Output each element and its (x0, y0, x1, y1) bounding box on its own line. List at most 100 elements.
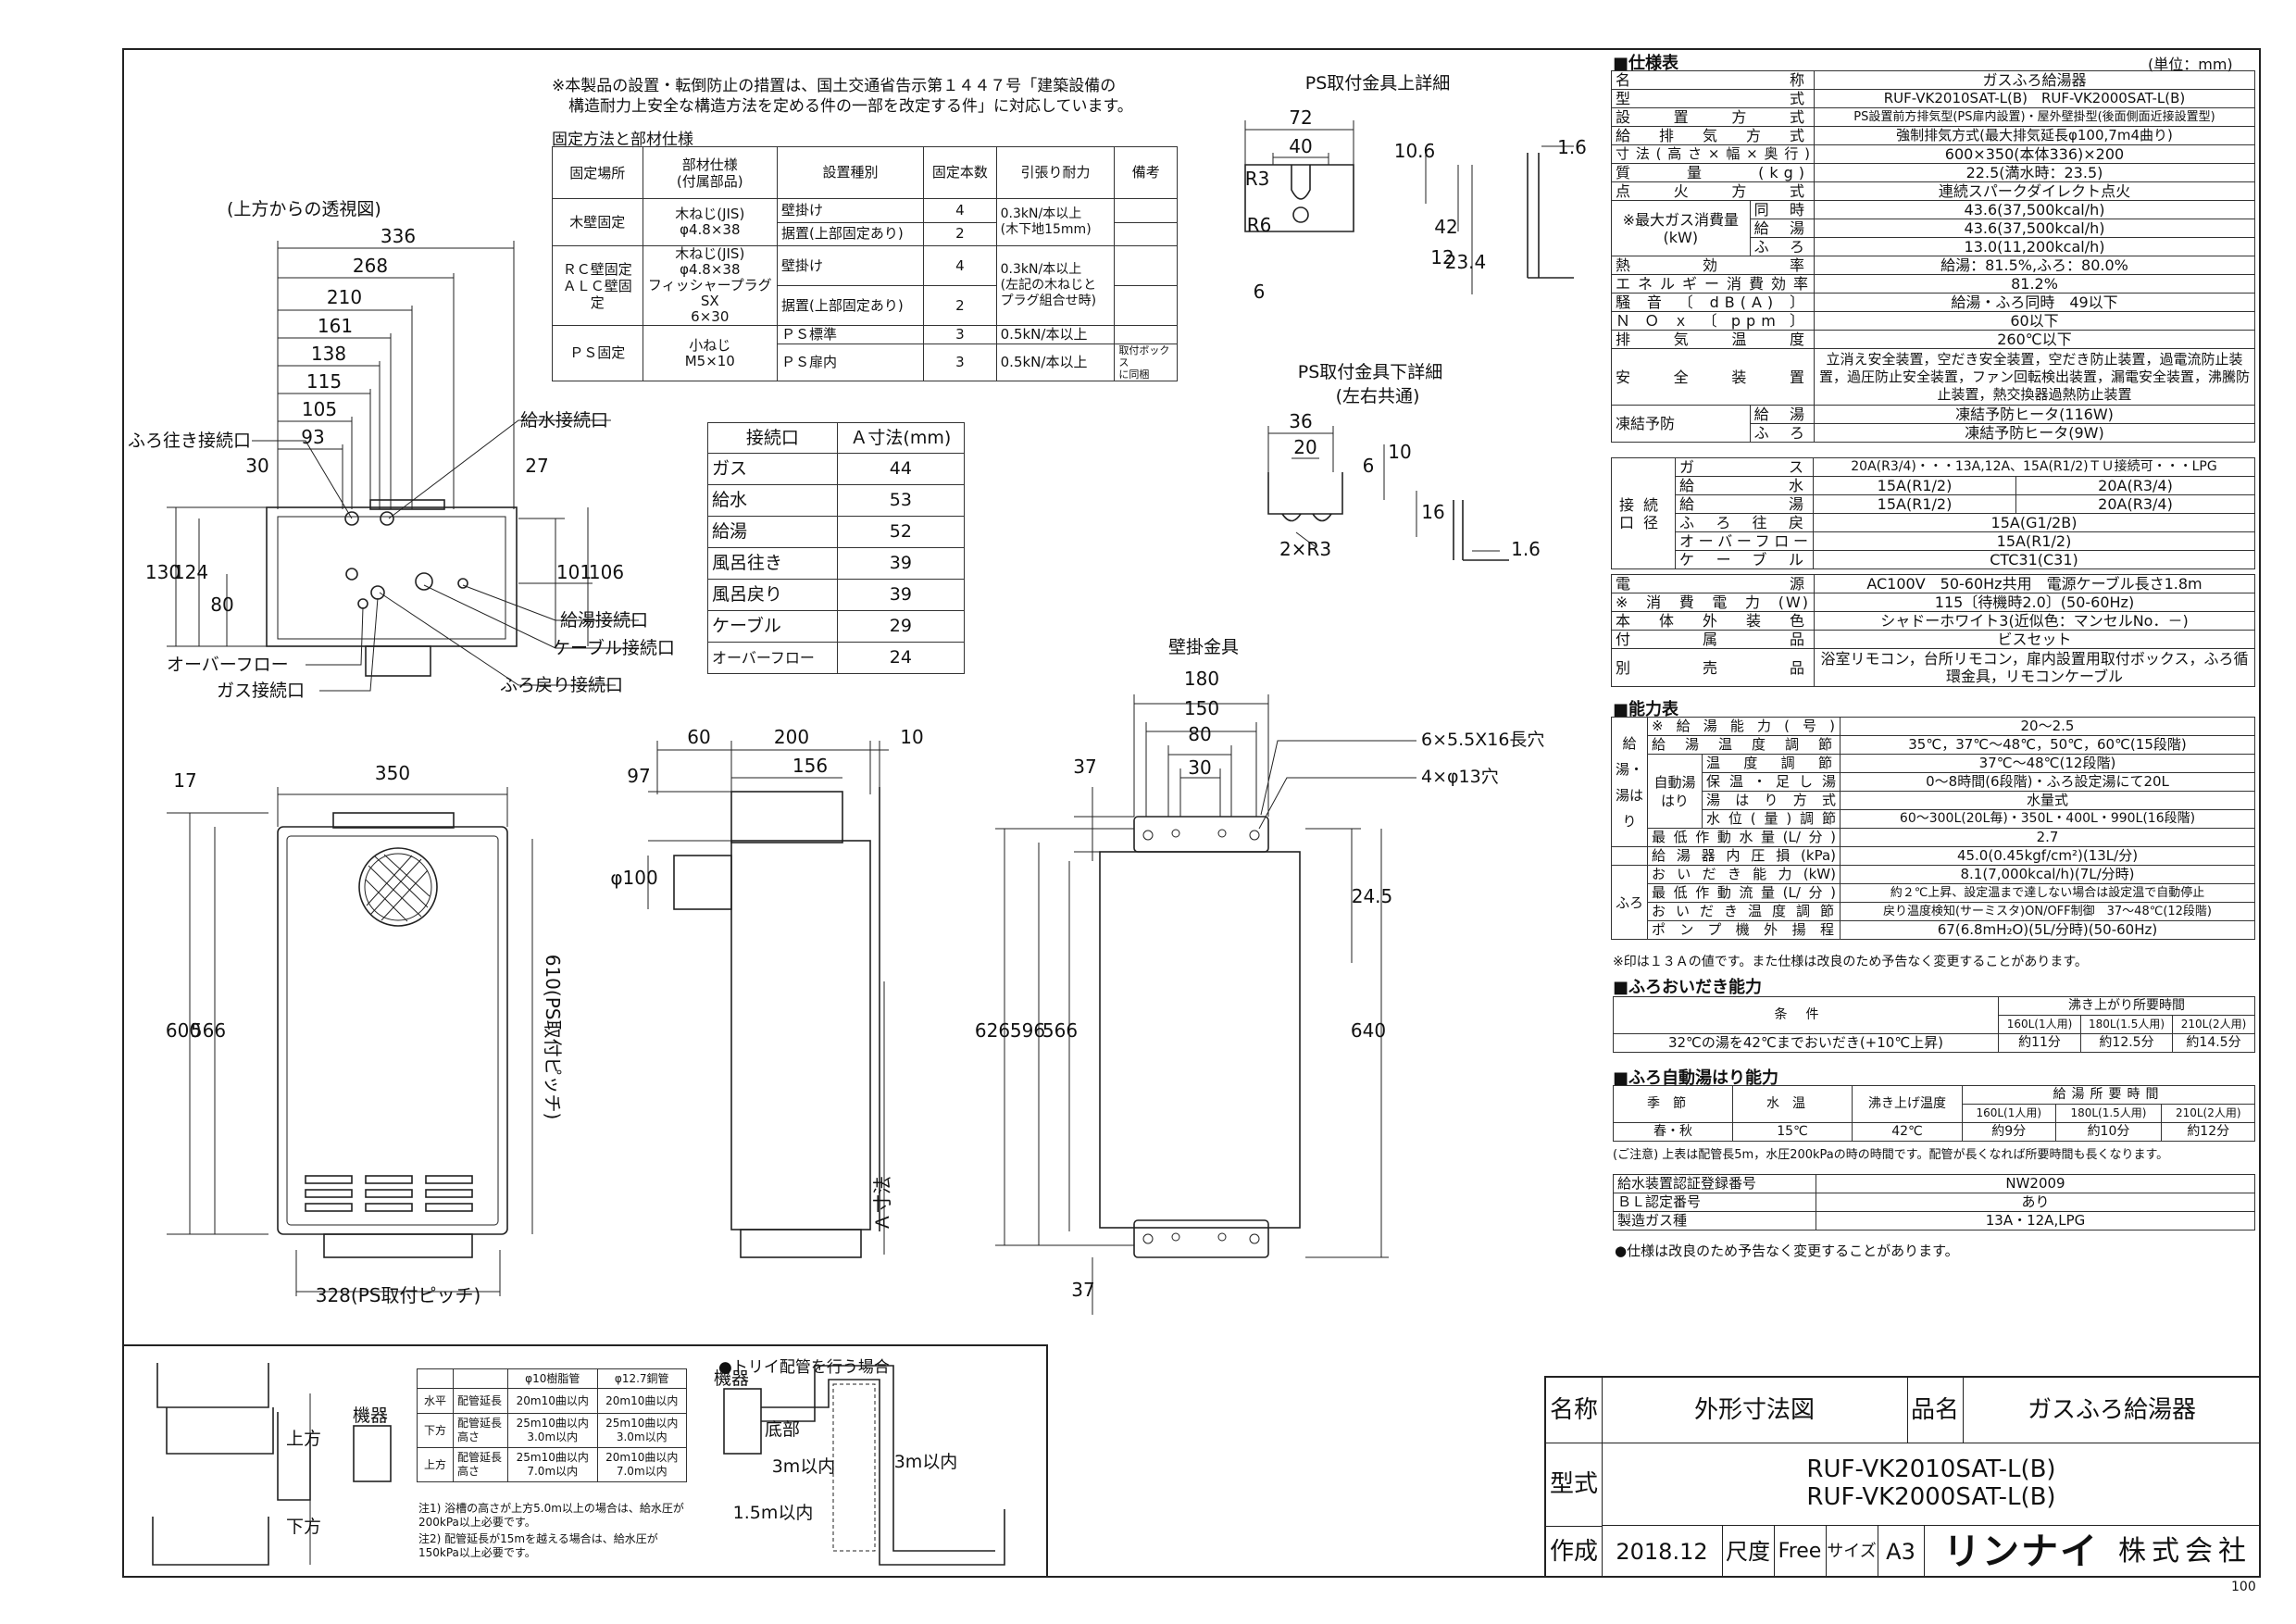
svg-text:80: 80 (1188, 723, 1211, 745)
svg-text:97: 97 (627, 765, 650, 787)
svg-text:上方: 上方 (286, 1429, 321, 1449)
svg-text:124: 124 (173, 561, 208, 583)
svg-text:機器: 機器 (353, 1405, 388, 1426)
svg-text:138: 138 (311, 343, 346, 365)
svg-text:4×φ13穴: 4×φ13穴 (1421, 767, 1499, 787)
svg-text:626: 626 (975, 1019, 1010, 1042)
svg-text:30: 30 (245, 455, 268, 477)
svg-text:ケーブル接続口: ケーブル接続口 (553, 637, 675, 658)
svg-text:17: 17 (173, 769, 196, 792)
bottom-divider (122, 1344, 1048, 1346)
svg-text:60: 60 (687, 726, 710, 748)
svg-text:130: 130 (145, 561, 181, 583)
svg-text:30: 30 (1188, 756, 1211, 779)
svg-text:10.6: 10.6 (1394, 140, 1436, 162)
svg-text:610(PS取付ピッチ): 610(PS取付ピッチ) (542, 955, 564, 1120)
svg-text:23.4: 23.4 (1445, 251, 1487, 273)
svg-text:1.6: 1.6 (1557, 136, 1587, 158)
svg-text:640: 640 (1351, 1019, 1386, 1042)
fixing-table: 固定場所 部材仕様 (付属部品) 設置種別 固定本数 引張り耐力 備考 木壁固定… (552, 146, 1178, 381)
drawing-frame (122, 48, 2261, 1578)
front-view-body (277, 826, 508, 1235)
fixing-title: 固定方法と部材仕様 (552, 131, 693, 149)
svg-text:101: 101 (556, 561, 592, 583)
svg-text:10: 10 (1388, 441, 1411, 463)
page-number: 100 (2231, 1580, 2256, 1594)
svg-text:16: 16 (1421, 501, 1444, 523)
svg-text:6: 6 (1254, 281, 1266, 303)
svg-text:給湯接続口: 給湯接続口 (560, 610, 648, 631)
svg-text:1.6: 1.6 (1511, 538, 1541, 560)
svg-text:3m以内: 3m以内 (894, 1452, 958, 1472)
svg-text:27: 27 (525, 455, 548, 477)
oidaki-table: 条件沸き上がり所要時間 160L(1人用)180L(1.5人用)210L(2人用… (1613, 996, 2255, 1053)
svg-text:1.5m以内: 1.5m以内 (733, 1503, 814, 1523)
wall-view-outline (1099, 851, 1301, 1229)
svg-text:106: 106 (589, 561, 624, 583)
svg-text:596: 596 (1010, 1019, 1045, 1042)
svg-text:156: 156 (792, 755, 828, 777)
svg-text:105: 105 (302, 398, 337, 420)
svg-text:37: 37 (1071, 1279, 1094, 1301)
svg-text:ガス接続口: ガス接続口 (217, 681, 305, 701)
svg-text:R3: R3 (1245, 168, 1270, 190)
svg-text:37: 37 (1073, 756, 1096, 778)
title-block: 名称 外形寸法図 品名 ガスふろ給湯器 型式 RUF-VK2010SAT-L(B… (1544, 1376, 2261, 1578)
svg-text:R6: R6 (1247, 214, 1272, 236)
svg-text:566: 566 (1042, 1019, 1078, 1042)
svg-text:36: 36 (1289, 410, 1312, 432)
svg-text:150: 150 (1184, 697, 1219, 719)
svg-text:268: 268 (353, 255, 388, 277)
spec-title: ■仕様表 (1613, 54, 1679, 73)
side-view-body (730, 840, 871, 1230)
svg-text:72: 72 (1289, 106, 1312, 129)
svg-text:210: 210 (327, 286, 362, 308)
ability-title: ■能力表 (1613, 700, 1679, 719)
svg-text:20: 20 (1293, 436, 1316, 458)
auto-fill-title: ■ふろ自動湯はり能力 (1613, 1068, 1779, 1088)
ps-upper-label: PS取付金具上詳細 (1305, 73, 1451, 94)
svg-text:180: 180 (1184, 668, 1219, 690)
svg-text:80: 80 (210, 593, 233, 616)
svg-text:350: 350 (375, 762, 410, 784)
svg-text:下方: 下方 (286, 1517, 321, 1537)
svg-text:115: 115 (306, 370, 342, 393)
svg-text:3m以内: 3m以内 (772, 1456, 836, 1477)
wall-bracket-label: 壁掛金具 (1168, 637, 1239, 657)
svg-text:6×5.5X16長穴: 6×5.5X16長穴 (1421, 730, 1544, 750)
top-view-label: (上方からの透視図) (227, 199, 381, 219)
top-note: ※本製品の設置・転倒防止の措置は、国土交通省告示第１４４７号「建築設備の 構造耐… (552, 77, 1133, 116)
svg-text:600: 600 (166, 1019, 201, 1042)
svg-text:336: 336 (381, 225, 416, 247)
svg-text:24.5: 24.5 (1352, 885, 1393, 907)
top-view-body (266, 506, 518, 647)
svg-text:40: 40 (1289, 135, 1312, 157)
svg-text:328(PS取付ピッチ): 328(PS取付ピッチ) (316, 1284, 481, 1306)
oidaki-title: ■ふろおいだき能力 (1613, 978, 1763, 997)
svg-text:6: 6 (1363, 455, 1375, 477)
ps-lower-label: PS取付金具下詳細 (1298, 362, 1443, 382)
svg-text:オーバーフロー: オーバーフロー (167, 655, 289, 675)
svg-text:12: 12 (1430, 246, 1454, 269)
svg-text:Ａ寸法: Ａ寸法 (871, 1176, 893, 1231)
svg-text:底部: 底部 (765, 1419, 800, 1440)
svg-text:566: 566 (191, 1019, 226, 1042)
svg-text:161: 161 (318, 315, 353, 337)
auto-fill-table: 季節水温沸き上げ温度給湯所要時間 160L(1人用)180L(1.5人用)210… (1613, 1085, 2255, 1142)
svg-text:200: 200 (774, 726, 809, 748)
svg-text:ふろ往き接続口: ふろ往き接続口 (128, 431, 251, 451)
svg-text:給水接続口: 給水接続口 (520, 410, 608, 431)
svg-text:ふろ戻り接続口: ふろ戻り接続口 (500, 675, 623, 695)
svg-text:機器: 機器 (714, 1368, 749, 1389)
svg-text:φ100: φ100 (610, 867, 657, 889)
svg-text:(左右共通): (左右共通) (1336, 386, 1420, 406)
svg-text:42: 42 (1434, 216, 1457, 238)
svg-text:93: 93 (301, 426, 324, 448)
